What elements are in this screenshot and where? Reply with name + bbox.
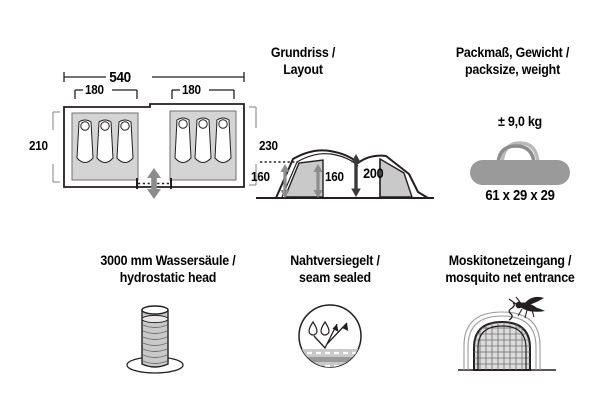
dimension-left-room-width	[74, 89, 138, 99]
hydrostatic-heading: 3000 mm Wassersäule / hydrostatic head	[76, 252, 260, 286]
water-droplets	[308, 320, 330, 336]
tent-inner-line	[281, 153, 359, 198]
left-sleeping-bags	[76, 119, 134, 163]
hydrostatic-heading-de: 3000 mm Wassersäule /	[100, 253, 236, 268]
bag-body	[470, 160, 570, 185]
tent-dome-inner-edge	[477, 325, 527, 370]
inner-height-label: 160	[325, 169, 344, 184]
packsize-heading-de: Packmaß, Gewicht /	[455, 45, 570, 60]
mosquito-wing-upper	[524, 296, 544, 306]
floorplan-diagram: 540 180 180 210 230	[20, 60, 278, 210]
droplet	[308, 320, 318, 336]
weight-label: ± 9,0 kg	[498, 113, 542, 129]
seam-sealed-heading: Nahtversiegelt / seam sealed	[257, 252, 413, 286]
column-rim	[141, 305, 169, 315]
entrance-arrow-icon	[147, 168, 161, 199]
mesh-grid	[474, 322, 530, 370]
packsize-heading: Packmaß, Gewicht / packsize, weight	[432, 44, 593, 78]
hydrostatic-heading-en: hydrostatic head	[119, 270, 217, 285]
mosquito-heading: Moskitonetzeingang / mosquito net entran…	[420, 252, 600, 286]
elevation-diagram: 160 160 200	[251, 140, 437, 210]
droplet	[320, 320, 330, 336]
column-graduations	[142, 324, 168, 364]
elevation-svg	[256, 149, 434, 199]
outer-height-label: 160	[251, 169, 270, 184]
mosquito-proboscis	[508, 298, 517, 305]
right-room-depth-label: 230	[259, 138, 278, 153]
dimension-right-depth	[249, 106, 257, 186]
mosquito-heading-en: mosquito net entrance	[445, 270, 575, 285]
entrance-marker	[136, 168, 172, 199]
layout-heading-de: Grundriss /	[270, 45, 336, 60]
left-room-depth-label: 210	[29, 138, 48, 153]
left-bedroom-shaded	[283, 159, 324, 198]
mosquito-wing-lower	[526, 306, 545, 312]
layout-heading-en: Layout	[283, 62, 323, 77]
sleeping-bag	[116, 119, 134, 163]
mosquito-glyph	[508, 296, 545, 319]
mosquito-head	[515, 301, 523, 309]
fabric-layer-lower	[299, 362, 361, 367]
seam-sealed-heading-en: seam sealed	[299, 270, 371, 285]
mosquito-net-svg	[458, 296, 556, 371]
duffel-bag-icon	[470, 141, 570, 185]
floorplan-svg	[52, 72, 257, 199]
dome-halo-arcs	[463, 311, 541, 370]
bag-handle-front	[496, 144, 536, 165]
dimension-peak-height-arrow	[351, 154, 361, 197]
seam-sealed-heading-de: Nahtversiegelt /	[290, 253, 380, 268]
bag-handle-back	[500, 141, 540, 165]
fabric-layer-seam	[299, 357, 361, 362]
right-sleeping-bags	[174, 117, 232, 163]
water-surface	[141, 314, 169, 324]
sleeping-bag	[194, 117, 212, 163]
sleeping-bag	[96, 119, 114, 163]
dimension-total-width	[63, 72, 245, 82]
hydrostatic-head-icon	[112, 300, 198, 380]
mosquito-flight-path	[508, 302, 515, 321]
arrow-heads	[332, 323, 349, 332]
packsize-block: ± 9,0 kg 61 x 29 x 29	[440, 110, 600, 210]
right-room-width-label: 180	[182, 82, 201, 97]
dimension-left-depth	[52, 111, 60, 183]
sleeping-bag	[214, 117, 232, 163]
mosquito-net-icon	[452, 296, 564, 378]
left-room-width-label: 180	[85, 82, 104, 97]
mosquito-heading-de: Moskitonetzeingang /	[448, 253, 572, 268]
column-body	[141, 309, 169, 368]
dimension-inner-height-arrow	[313, 164, 323, 198]
packsize-heading-en: packsize, weight	[464, 62, 561, 77]
mosquito-legs	[515, 296, 535, 319]
dimension-right-room-width	[171, 89, 235, 99]
layout-heading: Grundriss / Layout	[248, 44, 358, 78]
sleeping-bag	[76, 119, 94, 163]
peak-height-label: 200	[363, 165, 384, 181]
total-width-label: 540	[109, 69, 131, 86]
seam-sealed-svg	[298, 304, 362, 368]
seam-sealed-icon	[292, 300, 372, 378]
sleeping-bag	[174, 117, 192, 163]
dimension-outer-height-arrow	[280, 164, 290, 198]
water-column-svg	[126, 305, 184, 374]
packsize-dimensions-label: 61 x 29 x 29	[485, 188, 555, 204]
